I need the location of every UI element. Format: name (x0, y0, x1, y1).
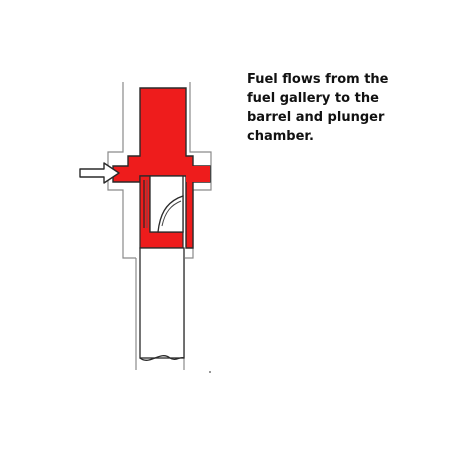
caption-line: fuel gallery to the (247, 91, 379, 106)
plunger-shaft (139, 247, 185, 361)
caption-line: Fuel flows from the (247, 72, 389, 87)
fuel-gallery-right (186, 166, 210, 182)
arrow-right-icon (79, 162, 120, 184)
scan-speck (209, 371, 211, 373)
caption-line: chamber. (247, 129, 314, 144)
plunger-helix-shade (161, 200, 182, 227)
shaft-break-end (139, 355, 185, 361)
caption-text: Fuel flows from the fuel gallery to the … (247, 70, 447, 146)
fuel-chamber-upper (112, 87, 211, 249)
plunger-helix (157, 195, 184, 233)
plunger (143, 175, 184, 233)
caption-line: barrel and plunger (247, 110, 385, 125)
